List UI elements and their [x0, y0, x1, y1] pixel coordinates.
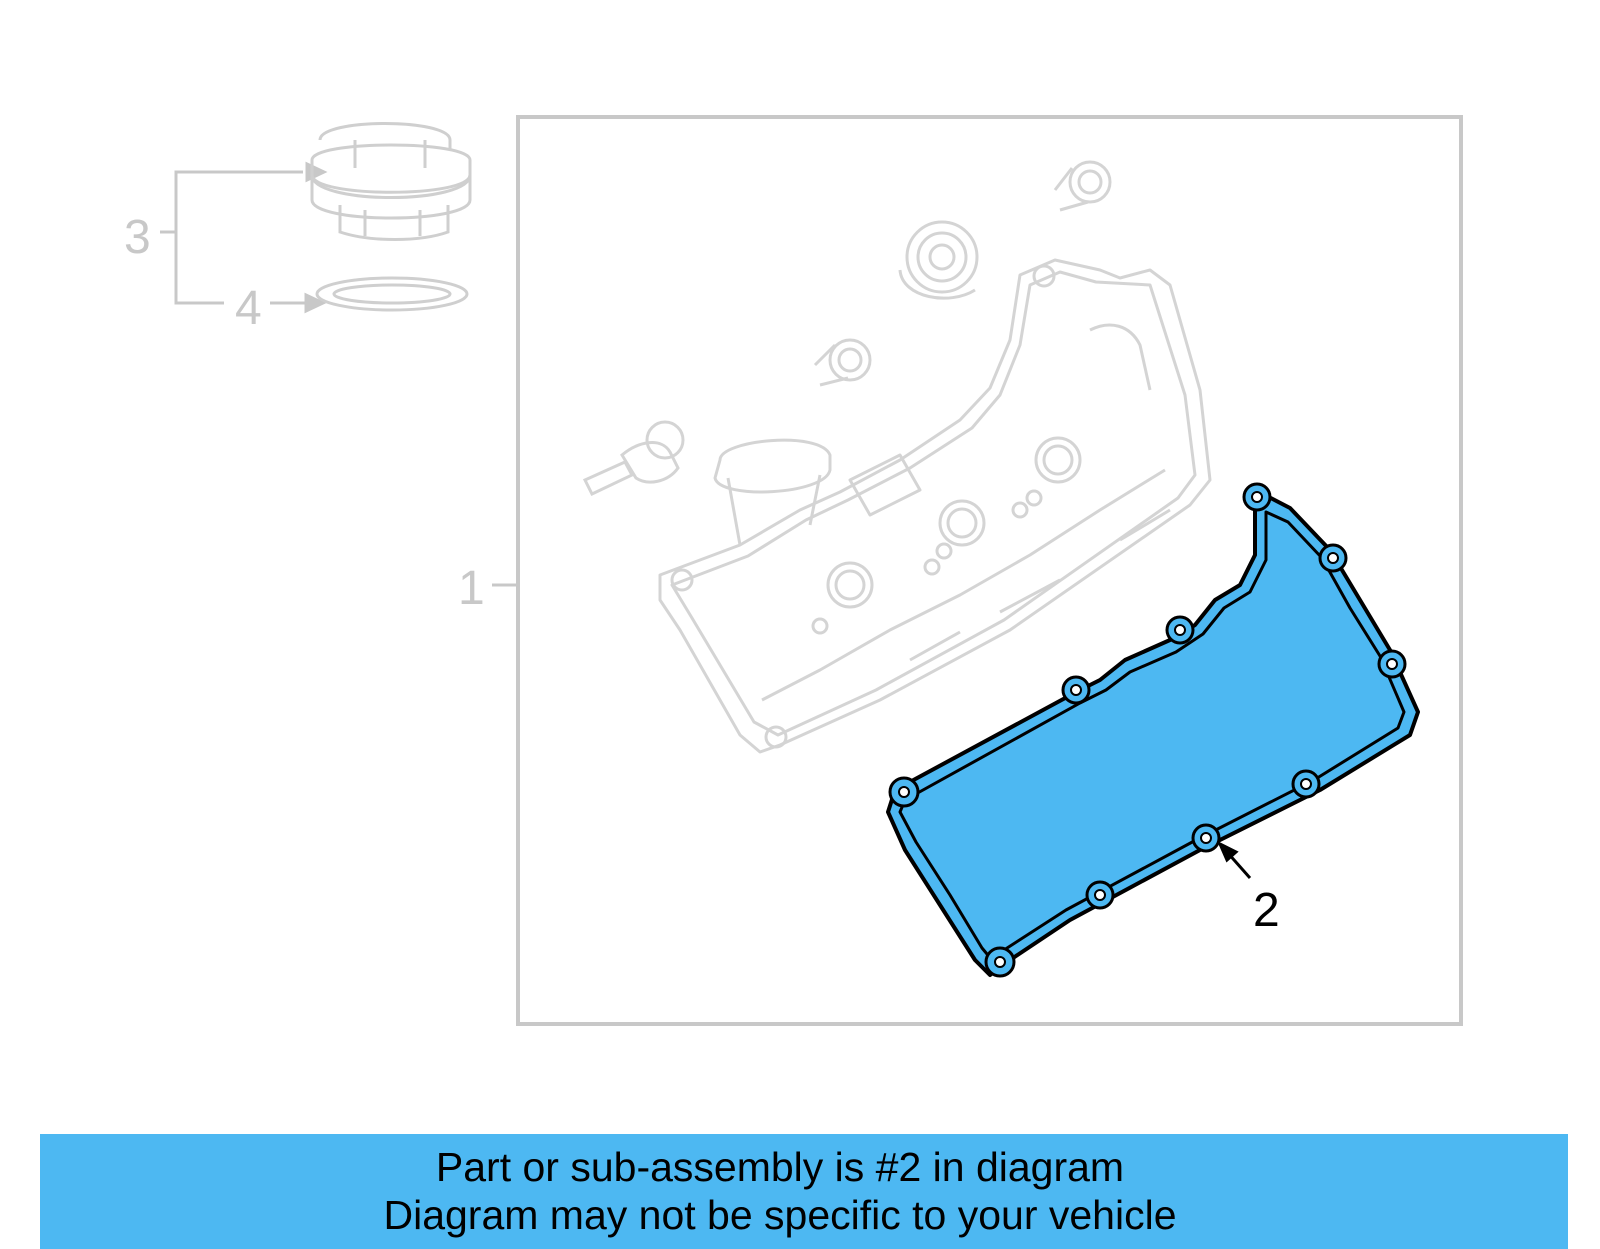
- callout-2-arrow: [1216, 840, 1252, 879]
- info-banner: Part or sub-assembly is #2 in diagram Di…: [40, 1134, 1568, 1249]
- valve-cover-part: [658, 258, 1212, 754]
- bolt-parts: [582, 160, 1112, 496]
- banner-line-1: Part or sub-assembly is #2 in diagram: [435, 1144, 1125, 1190]
- banner-line-2: Diagram may not be specific to your vehi…: [383, 1192, 1177, 1238]
- callout-4: 4: [235, 282, 262, 335]
- callout-2: 2: [1253, 884, 1280, 937]
- seal-ring-part: [315, 276, 469, 312]
- oil-cap-part: [310, 122, 472, 241]
- assembly-frame: [516, 115, 1463, 1026]
- valve-cover-gasket-part: [886, 482, 1420, 978]
- callout-1: 1: [458, 562, 485, 615]
- callout-3: 3: [124, 211, 151, 264]
